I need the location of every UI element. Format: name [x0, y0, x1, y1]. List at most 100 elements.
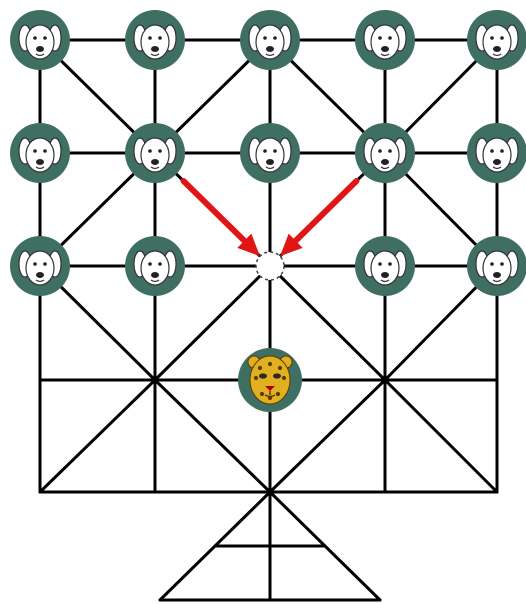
dog-eye	[158, 36, 162, 40]
dog-eye	[378, 149, 382, 153]
dog-eye	[273, 36, 277, 40]
dog-eye	[33, 149, 37, 153]
dog-eye	[263, 149, 267, 153]
dog-piece[interactable]	[10, 123, 70, 183]
dog-face-icon	[140, 250, 170, 286]
leopard-spot	[267, 361, 273, 367]
dog-nose	[493, 46, 501, 52]
arrow-shaft	[285, 178, 360, 251]
dog-piece[interactable]	[240, 123, 300, 183]
dog-face-icon	[25, 137, 55, 173]
dog-face-icon	[25, 24, 55, 60]
dog-piece[interactable]	[467, 123, 526, 183]
dog-piece[interactable]	[355, 10, 415, 70]
board-line	[153, 264, 272, 382]
dog-eye	[500, 149, 504, 153]
board-line	[153, 378, 272, 494]
move-arrow	[279, 178, 360, 257]
dog-face-icon	[255, 137, 285, 173]
dog-nose	[151, 46, 159, 52]
dog-eye	[43, 149, 47, 153]
dog-nose	[493, 272, 501, 278]
dog-eye	[378, 36, 382, 40]
empty-target-node[interactable]	[255, 251, 285, 281]
move-arrows	[180, 178, 360, 257]
leopard-eye	[259, 373, 267, 379]
dog-nose	[266, 159, 274, 165]
leopard-spot	[281, 375, 287, 381]
dog-eye	[33, 262, 37, 266]
dog-eye	[490, 149, 494, 153]
dog-eye	[378, 262, 382, 266]
leopard-spot	[277, 365, 283, 371]
dog-nose	[381, 272, 389, 278]
dog-mouth	[35, 279, 45, 283]
dog-face-icon	[482, 24, 512, 60]
move-arrow	[180, 178, 261, 257]
board-line	[38, 378, 157, 494]
leopard-eye	[273, 373, 281, 379]
dog-nose	[36, 46, 44, 52]
dog-face-icon	[482, 137, 512, 173]
dog-eye	[43, 36, 47, 40]
arrow-shaft	[180, 178, 255, 251]
dog-nose	[381, 46, 389, 52]
dog-piece[interactable]	[125, 10, 185, 70]
dog-mouth	[265, 166, 275, 170]
dog-eye	[500, 262, 504, 266]
dog-eye	[500, 36, 504, 40]
dog-face-icon	[140, 24, 170, 60]
dog-face-icon	[370, 137, 400, 173]
leopard-spot	[275, 391, 281, 397]
dog-nose	[266, 46, 274, 52]
leopard-spot	[253, 375, 259, 381]
dog-mouth	[150, 279, 160, 283]
dog-eye	[158, 262, 162, 266]
dog-piece[interactable]	[125, 236, 185, 296]
dog-nose	[151, 159, 159, 165]
leopard-spot	[257, 365, 263, 371]
arrowhead	[279, 233, 303, 257]
dog-nose	[151, 272, 159, 278]
dog-eye	[490, 36, 494, 40]
dog-nose	[381, 159, 389, 165]
board-line	[383, 378, 499, 494]
dog-eye	[43, 262, 47, 266]
dog-eye	[490, 262, 494, 266]
leopard-spot	[259, 391, 265, 397]
dog-eye	[388, 149, 392, 153]
pieces	[10, 10, 526, 412]
dog-eye	[148, 36, 152, 40]
dog-mouth	[380, 53, 390, 57]
board-line	[268, 378, 387, 494]
dog-mouth	[492, 166, 502, 170]
arrowhead	[237, 233, 261, 257]
board-line	[268, 264, 387, 382]
dog-piece[interactable]	[10, 10, 70, 70]
dog-piece[interactable]	[355, 123, 415, 183]
dog-piece[interactable]	[467, 10, 526, 70]
dog-mouth	[380, 166, 390, 170]
dog-eye	[263, 36, 267, 40]
dog-piece[interactable]	[240, 10, 300, 70]
dog-eye	[148, 262, 152, 266]
dog-eye	[158, 149, 162, 153]
dog-piece[interactable]	[355, 236, 415, 296]
dog-piece[interactable]	[125, 123, 185, 183]
dog-mouth	[150, 53, 160, 57]
dog-nose	[36, 159, 44, 165]
leopard-mouth	[264, 391, 276, 398]
dog-face-icon	[482, 250, 512, 286]
dog-mouth	[35, 53, 45, 57]
dog-mouth	[265, 53, 275, 57]
dog-piece[interactable]	[467, 236, 526, 296]
dog-nose	[493, 159, 501, 165]
dog-mouth	[380, 279, 390, 283]
dog-eye	[33, 36, 37, 40]
dog-mouth	[492, 279, 502, 283]
leopard-piece[interactable]	[238, 348, 302, 412]
dog-eye	[273, 149, 277, 153]
dog-piece[interactable]	[10, 236, 70, 296]
